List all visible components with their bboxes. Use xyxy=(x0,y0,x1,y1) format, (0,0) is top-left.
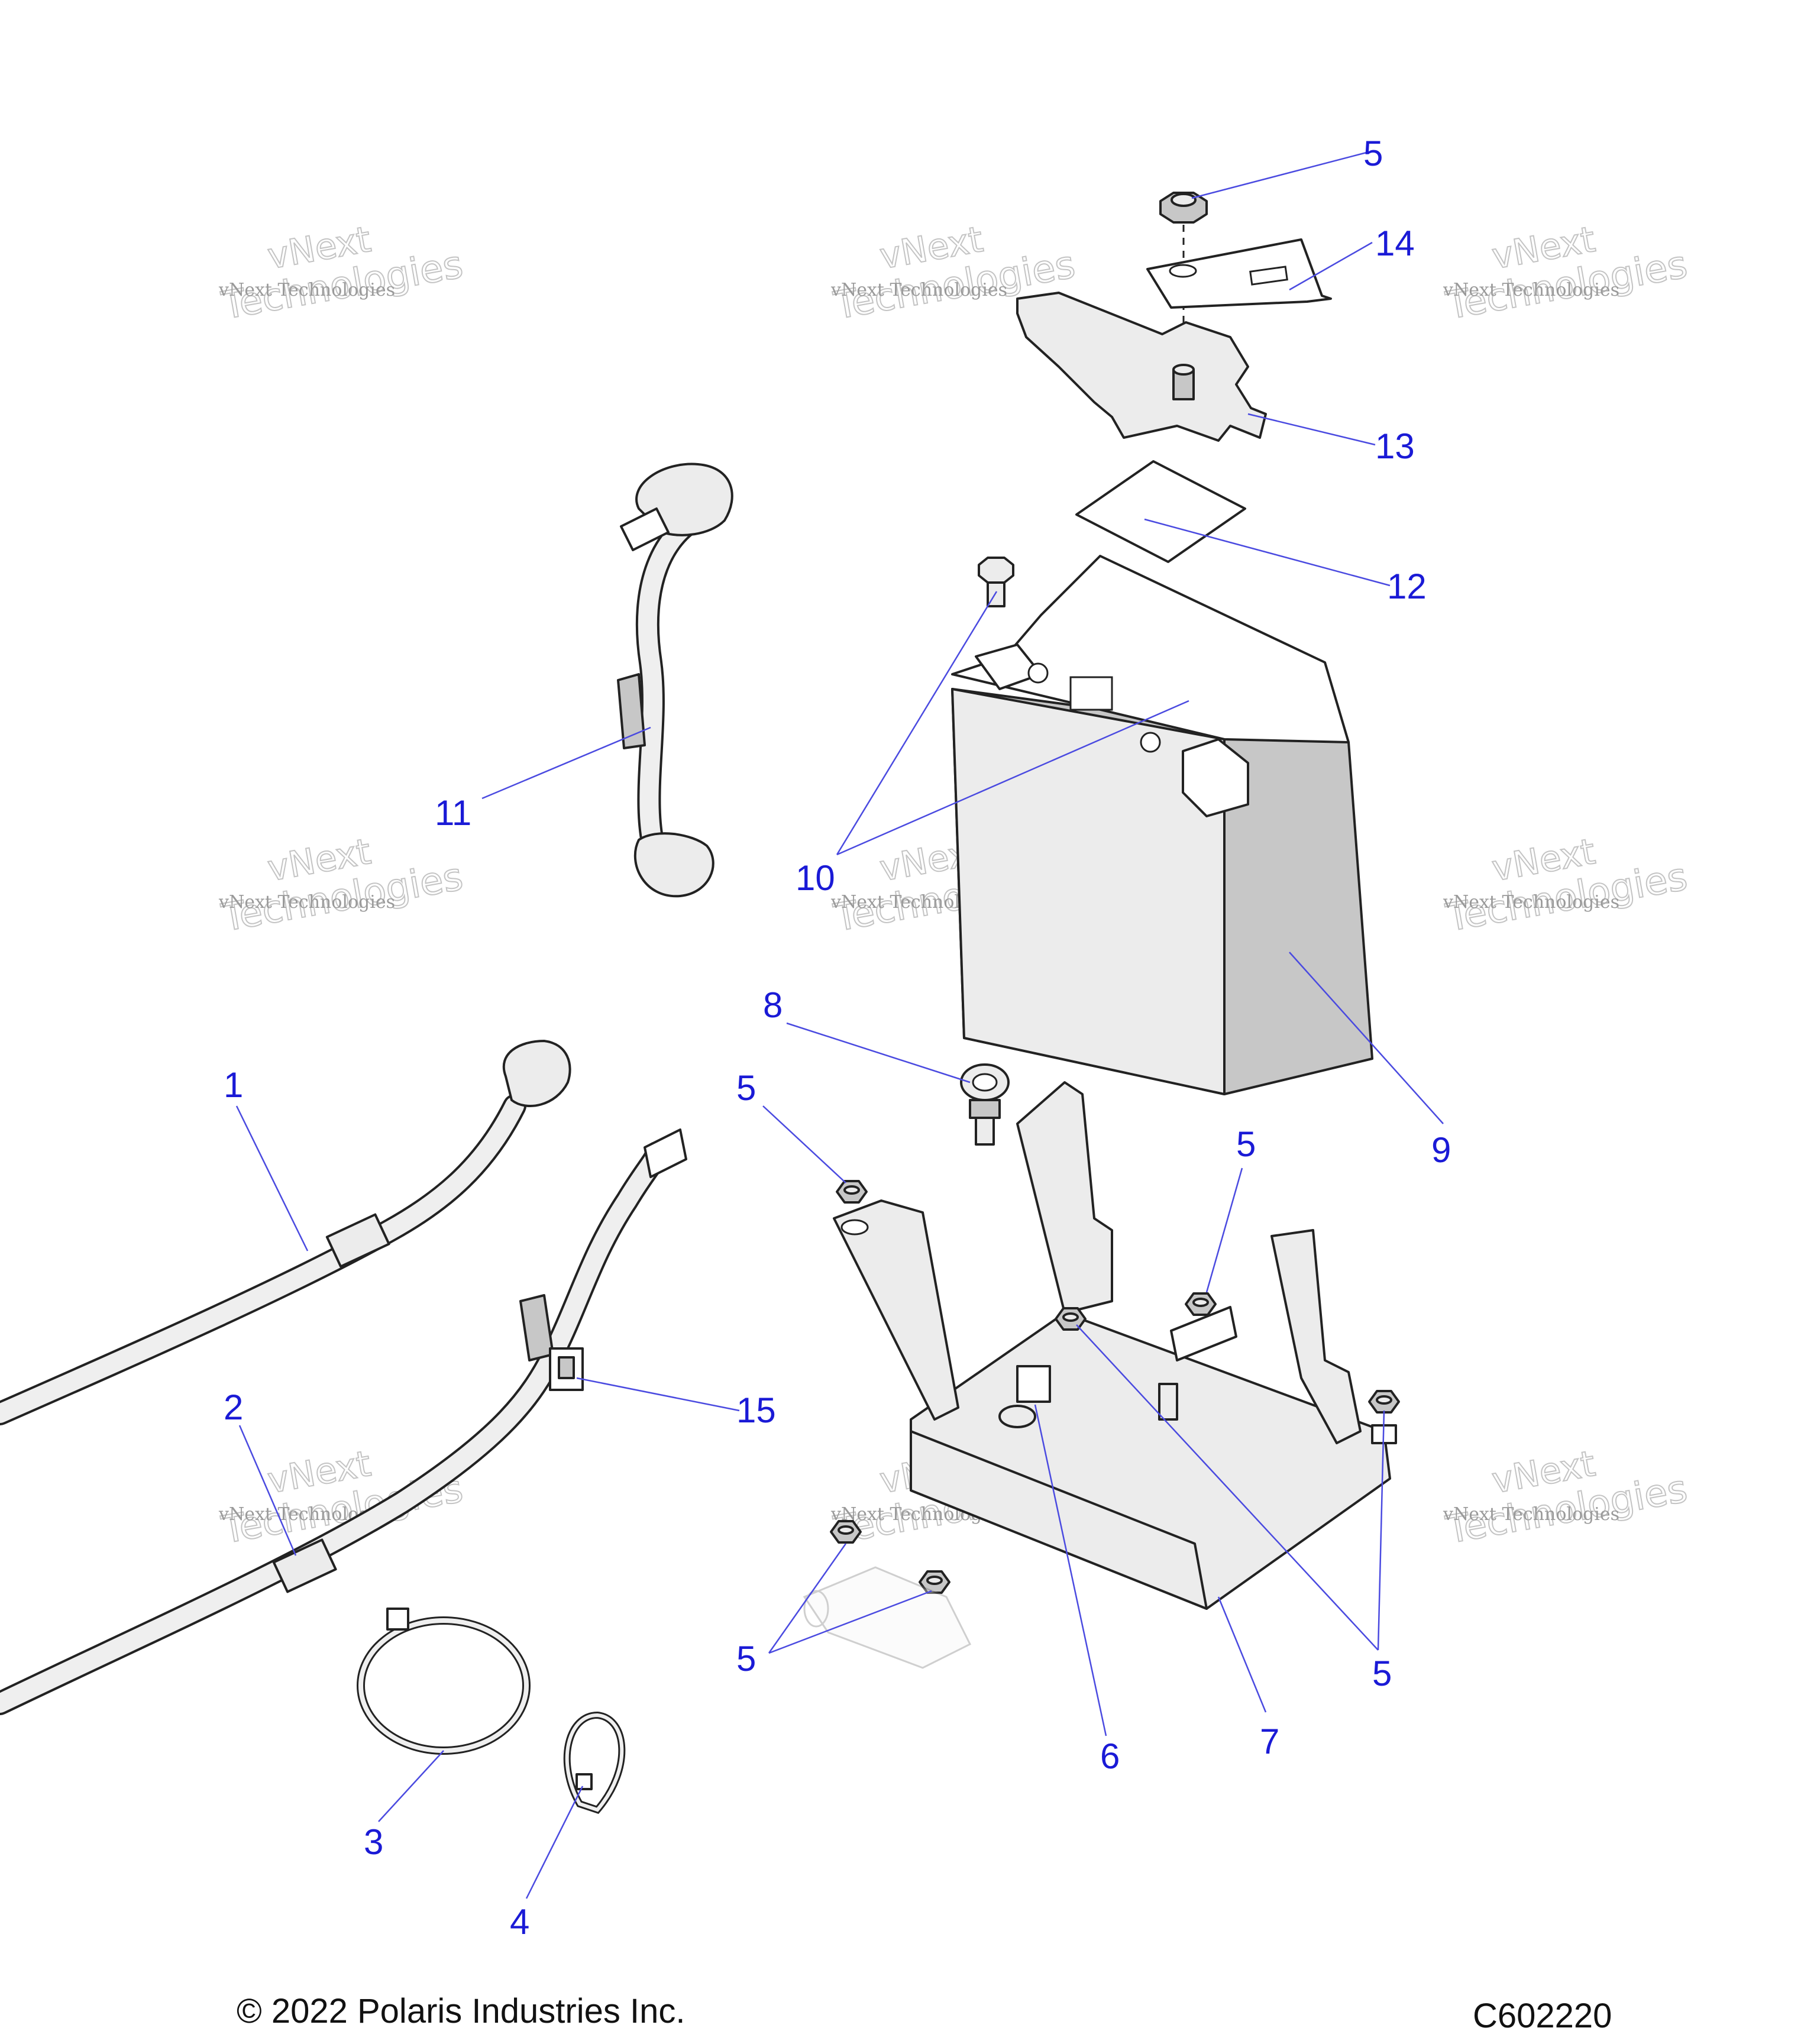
leader xyxy=(378,1750,444,1822)
tray-clip xyxy=(998,1365,1051,1428)
callout-plate: 14 xyxy=(1375,224,1415,263)
battery-clamp xyxy=(960,1063,1010,1146)
battery-cable-positive xyxy=(0,1040,571,1425)
watermark-text: vNext Technologies xyxy=(1443,1504,1619,1525)
callout-pad: 12 xyxy=(1387,567,1427,606)
watermark-text: vNext Technologies xyxy=(1443,280,1619,300)
callout-negative-cable: 2 xyxy=(224,1388,243,1427)
callout-nuts-right: 5 xyxy=(1372,1654,1392,1693)
leader xyxy=(1076,1324,1379,1651)
callout-nuts-lower: 5 xyxy=(736,1639,756,1678)
cable-tie-small xyxy=(563,1711,626,1814)
nut xyxy=(830,1520,862,1544)
nut xyxy=(919,1570,950,1594)
callout-clamp: 8 xyxy=(763,985,783,1025)
watermark: Technologies vNext vNext Technologies xyxy=(218,218,467,329)
leader xyxy=(768,1543,847,1654)
leader xyxy=(1289,952,1444,1124)
cable-tie-large xyxy=(357,1608,531,1755)
callout-clip: 15 xyxy=(736,1390,776,1430)
leader xyxy=(1217,1596,1267,1713)
leader xyxy=(576,1377,740,1412)
leader xyxy=(1205,1167,1243,1293)
watermark-text: vNext Technologies xyxy=(830,280,1007,300)
leader-lines xyxy=(235,151,1444,1899)
callout-terminal-bolts: 10 xyxy=(796,858,835,898)
leader xyxy=(1247,413,1376,446)
leader xyxy=(1034,1404,1107,1736)
leader xyxy=(1144,518,1391,587)
watermark-text: vNext Technologies xyxy=(218,280,395,300)
leader xyxy=(762,1105,846,1183)
leader xyxy=(1191,151,1367,199)
nut-top xyxy=(1159,192,1208,224)
callout-tray-clip: 6 xyxy=(1100,1736,1120,1776)
callout-positive-cable: 1 xyxy=(224,1065,243,1105)
watermarks: Technologies vNext vNext Technologies Te… xyxy=(218,218,1691,1553)
callouts: 5 14 13 12 11 10 9 8 5 5 1 15 2 5 5 7 6 … xyxy=(224,134,1451,1942)
leader xyxy=(836,700,1189,856)
battery-cable-negative xyxy=(0,1128,687,1715)
battery xyxy=(951,555,1373,1095)
leader xyxy=(235,1105,309,1251)
watermark: Technologies vNext vNext Technologies xyxy=(218,830,467,941)
callout-nut-mid: 5 xyxy=(1236,1124,1256,1164)
watermark: Technologies vNext vNext Technologies xyxy=(1442,830,1691,941)
watermark-text: vNext Technologies xyxy=(1443,892,1619,913)
nut xyxy=(1368,1390,1400,1414)
nut xyxy=(1185,1292,1217,1316)
leader xyxy=(768,1590,932,1654)
callout-bracket: 13 xyxy=(1375,426,1415,466)
leader xyxy=(525,1786,584,1899)
watermark-text: vNext Technologies xyxy=(218,892,395,913)
callout-short-cable: 11 xyxy=(435,793,471,833)
diagram-code: C602220 xyxy=(1473,1997,1612,2035)
battery-cable-short xyxy=(617,463,733,898)
leader xyxy=(1289,241,1373,291)
callout-nut-top: 5 xyxy=(1363,134,1383,173)
callout-tray: 7 xyxy=(1260,1722,1279,1761)
leader xyxy=(836,591,998,855)
callout-nut-left: 5 xyxy=(736,1068,756,1108)
leader xyxy=(481,726,651,800)
watermark: Technologies vNext vNext Technologies xyxy=(1442,1443,1691,1553)
leader xyxy=(786,1022,971,1084)
battery-pad xyxy=(1075,460,1246,563)
hold-down-plate xyxy=(1146,238,1332,309)
terminal-bolt-left xyxy=(978,557,1014,607)
cable-clip xyxy=(549,1347,584,1391)
leader xyxy=(238,1425,297,1556)
callout-tie-large: 3 xyxy=(364,1822,383,1862)
callout-tie-small: 4 xyxy=(510,1902,529,1942)
nut xyxy=(1055,1307,1087,1331)
leader xyxy=(1377,1410,1385,1651)
nut xyxy=(836,1180,868,1204)
copyright-text: © 2022 Polaris Industries Inc. xyxy=(237,1992,685,2030)
battery-bracket xyxy=(1016,292,1267,442)
watermark: Technologies vNext vNext Technologies xyxy=(1442,218,1691,329)
callout-battery: 9 xyxy=(1431,1130,1451,1170)
